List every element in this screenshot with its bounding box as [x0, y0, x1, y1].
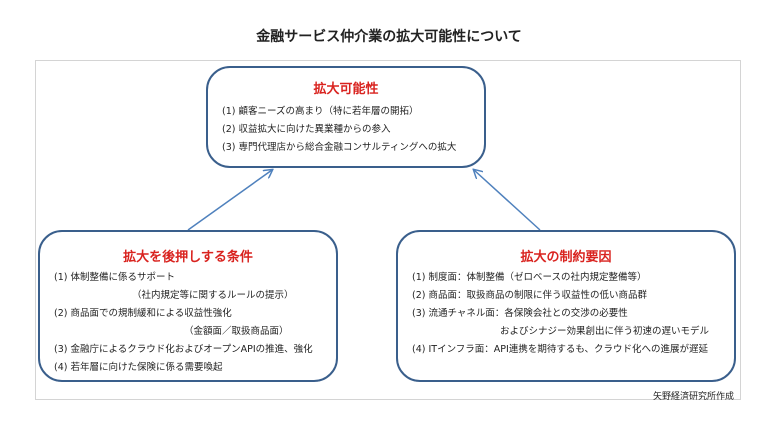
list-item: (3) 流通チャネル面：各保険会社との交渉の必要性 — [412, 308, 628, 319]
list-item: (4) 若年層に向けた保険に係る需要喚起 — [54, 362, 223, 373]
expansion-potential-box: 拡大可能性 (1) 顧客ニーズの高まり（特に若年層の開拓） (2) 収益拡大に向… — [206, 66, 486, 168]
diagram-title: 金融サービス仲介業の拡大可能性について — [256, 29, 522, 45]
list-item: (1) 顧客ニーズの高まり（特に若年層の開拓） — [222, 106, 419, 117]
list-item: (3) 専門代理店から総合金融コンサルティングへの拡大 — [222, 142, 457, 153]
constraint-factors-heading: 拡大の制約要因 — [520, 250, 612, 265]
list-item: (3) 金融庁によるクラウド化およびオープンAPIの推進、強化 — [54, 344, 313, 355]
expansion-potential-heading: 拡大可能性 — [313, 82, 379, 97]
arrow-left-to-top — [187, 170, 272, 231]
list-item: (1) 体制整備に係るサポート — [54, 272, 175, 283]
list-item-note: （金額面／取扱商品面） — [184, 326, 289, 337]
list-item: (2) 商品面での規制緩和による収益性強化 — [54, 308, 232, 319]
list-item-note: およびシナジー効果創出に伴う初速の遅いモデル — [500, 326, 710, 337]
list-item: (2) 収益拡大に向けた異業種からの参入 — [222, 124, 391, 135]
source-credit: 矢野経済研究所作成 — [652, 392, 734, 402]
supporting-conditions-box: 拡大を後押しする条件 (1) 体制整備に係るサポート （社内規定等に関するルール… — [38, 230, 338, 382]
arrow-right-to-top — [474, 170, 541, 231]
supporting-conditions-heading: 拡大を後押しする条件 — [123, 250, 253, 265]
list-item-note: （社内規定等に関するルールの提示） — [132, 290, 294, 301]
list-item: (1) 制度面：体制整備（ゼロベースの社内規定整備等） — [412, 272, 647, 283]
list-item: (2) 商品面：取扱商品の制限に伴う収益性の低い商品群 — [412, 290, 647, 301]
constraint-factors-box: 拡大の制約要因 (1) 制度面：体制整備（ゼロベースの社内規定整備等） (2) … — [396, 230, 736, 382]
diagram-frame — [35, 60, 741, 400]
list-item: (4) ITインフラ面：API連携を期待するも、クラウド化への進展が遅延 — [412, 344, 709, 355]
